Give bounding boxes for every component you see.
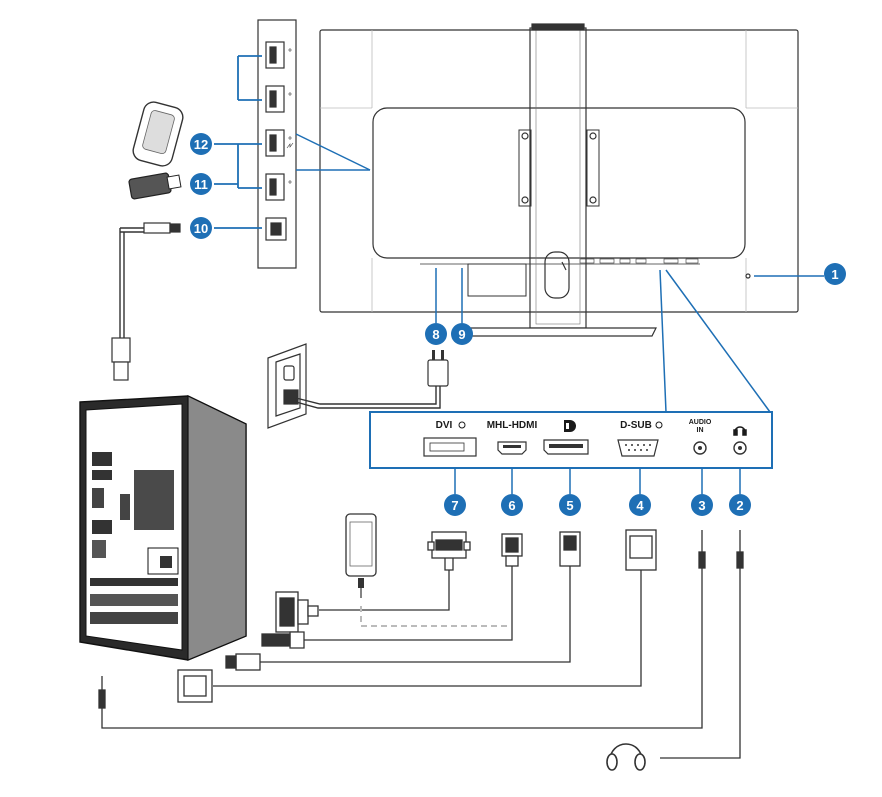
dsub-label: D-SUB — [620, 420, 652, 431]
svg-text:11: 11 — [194, 177, 208, 192]
wall-outlet — [267, 343, 307, 429]
headphone-cable — [660, 530, 744, 759]
usb-port-2[interactable] — [265, 85, 285, 113]
power-plug-icon — [427, 350, 449, 387]
usb-port-4[interactable] — [265, 173, 285, 201]
callout-2: 2 — [729, 494, 751, 516]
stand-column — [529, 27, 587, 329]
callout-8: 8 — [425, 323, 447, 345]
svg-text:4: 4 — [636, 498, 644, 513]
monitor-rear — [319, 23, 799, 337]
headphone-icon — [733, 426, 747, 436]
vga-port[interactable] — [617, 439, 659, 457]
kensington-lock-icon — [745, 273, 751, 279]
svg-text:1: 1 — [831, 267, 838, 282]
hdmi-cable — [261, 533, 523, 649]
audio-in-cable — [98, 530, 706, 729]
dvi-port[interactable] — [423, 437, 477, 457]
callout-1: 1 — [824, 263, 846, 285]
usb-flash-drive-icon — [128, 172, 182, 200]
pc-tower-icon — [79, 395, 247, 661]
usb-port-1[interactable] — [265, 41, 285, 69]
callout-6: 6 — [501, 494, 523, 516]
vga-cable — [177, 529, 657, 703]
svg-text:9: 9 — [458, 327, 465, 342]
mhl-smartphone — [345, 513, 511, 627]
callout-3: 3 — [691, 494, 713, 516]
callout-4: 4 — [629, 494, 651, 516]
headphone-port[interactable] — [733, 441, 747, 455]
svg-text:5: 5 — [566, 498, 573, 513]
callout-11: 11 — [190, 173, 212, 195]
dvi-cable — [275, 531, 471, 633]
audio-in-port[interactable] — [693, 441, 707, 455]
mhl-hdmi-label: MHL-HDMI — [487, 420, 538, 431]
monitor-frame — [319, 29, 799, 313]
dvi-label: DVI — [436, 420, 453, 431]
svg-text:7: 7 — [451, 498, 458, 513]
svg-text:3: 3 — [698, 498, 705, 513]
svg-text:10: 10 — [194, 221, 208, 236]
displayport-icon — [564, 420, 576, 432]
callout-10: 10 — [190, 217, 212, 239]
displayport-port[interactable] — [543, 439, 589, 455]
rear-housing — [372, 107, 746, 259]
usb-panel-pointer — [295, 133, 371, 171]
usb-grouping-lines — [214, 55, 262, 229]
power-cable — [295, 384, 441, 409]
usb-upstream-cable — [111, 222, 181, 381]
audio-in-label-1: AUDIO — [689, 419, 712, 426]
usb-upstream-port[interactable] — [265, 217, 287, 241]
headphones-icon — [606, 743, 646, 771]
displayport-cable — [225, 531, 581, 671]
stand-base — [462, 327, 657, 337]
hdmi-port[interactable] — [497, 441, 527, 455]
callout-5: 5 — [559, 494, 581, 516]
callout-7: 7 — [444, 494, 466, 516]
svg-text:2: 2 — [736, 498, 743, 513]
port-detail-panel: DVI MHL-HDMI D-SUB AUDIO IN — [369, 269, 773, 494]
svg-text:8: 8 — [432, 327, 439, 342]
smartphone-icon — [132, 101, 184, 167]
callout-9: 9 — [451, 323, 473, 345]
callout-badges: 1 2 3 4 5 6 7 8 — [190, 133, 846, 516]
usb-port-panel — [257, 19, 297, 269]
svg-text:12: 12 — [194, 137, 208, 152]
svg-text:6: 6 — [508, 498, 515, 513]
callout-12: 12 — [190, 133, 212, 155]
audio-in-label-2: IN — [697, 427, 704, 434]
usb-port-3[interactable] — [265, 129, 285, 157]
usb-icon — [288, 48, 292, 52]
